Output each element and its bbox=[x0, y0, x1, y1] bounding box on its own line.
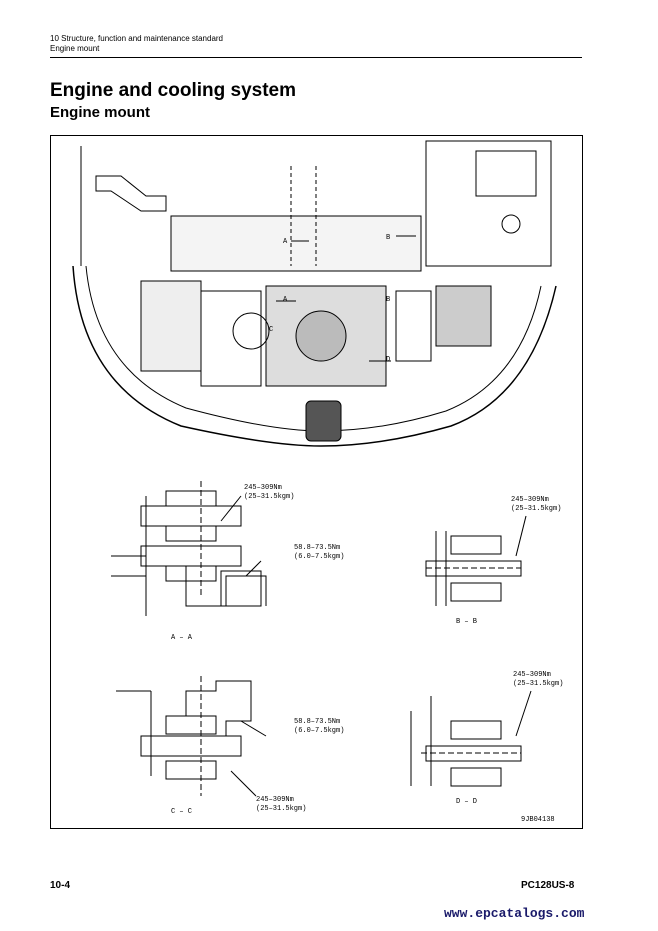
header-rule bbox=[50, 57, 582, 58]
watermark: www.epcatalogs.com bbox=[444, 906, 585, 921]
torque-label-dd: 245–309Nm (25–31.5kgm) bbox=[513, 671, 564, 688]
torque-label-aa-top: 245–309Nm (25–31.5kgm) bbox=[244, 484, 295, 501]
view-marker-b2: B bbox=[386, 296, 391, 304]
section-bb bbox=[425, 531, 522, 606]
engine-mount-drawing bbox=[72, 140, 557, 797]
header-section: 10 Structure, function and maintenance s… bbox=[50, 34, 223, 43]
page-title: Engine and cooling system bbox=[50, 80, 296, 101]
section-dd bbox=[410, 696, 522, 787]
view-marker-b1: B bbox=[386, 234, 391, 242]
section-aa bbox=[111, 481, 267, 616]
model-name: PC128US-8 bbox=[521, 880, 575, 891]
section-label-dd: D – D bbox=[456, 798, 478, 806]
page-number: 10-4 bbox=[50, 880, 71, 891]
view-marker-a1: A bbox=[283, 238, 288, 246]
section-label-cc: C – C bbox=[171, 808, 193, 816]
header-topic: Engine mount bbox=[50, 44, 100, 53]
torque-label-bb: 245–309Nm (25–31.5kgm) bbox=[511, 496, 562, 513]
page-header: 10 Structure, function and maintenance s… bbox=[50, 34, 223, 54]
view-marker-a2: A bbox=[283, 296, 288, 304]
torque-label-cc-mid: 58.8–73.5Nm (6.0–7.5kgm) bbox=[294, 718, 345, 735]
torque-label-cc-bot: 245–309Nm (25–31.5kgm) bbox=[256, 796, 307, 813]
torque-label-aa-mid: 58.8–73.5Nm (6.0–7.5kgm) bbox=[294, 544, 345, 561]
page-subtitle: Engine mount bbox=[50, 104, 150, 121]
overview-drawing bbox=[72, 140, 557, 447]
section-label-aa: A – A bbox=[171, 634, 193, 642]
leader-lines bbox=[220, 495, 532, 797]
view-marker-d: D bbox=[386, 356, 391, 364]
section-label-bb: B – B bbox=[456, 618, 478, 626]
section-cc bbox=[116, 676, 252, 796]
view-marker-c: C bbox=[269, 326, 274, 334]
figure-code: 9JB04138 bbox=[521, 816, 555, 824]
figure-frame: 245–309Nm (25–31.5kgm) 58.8–73.5Nm (6.0–… bbox=[50, 135, 583, 829]
